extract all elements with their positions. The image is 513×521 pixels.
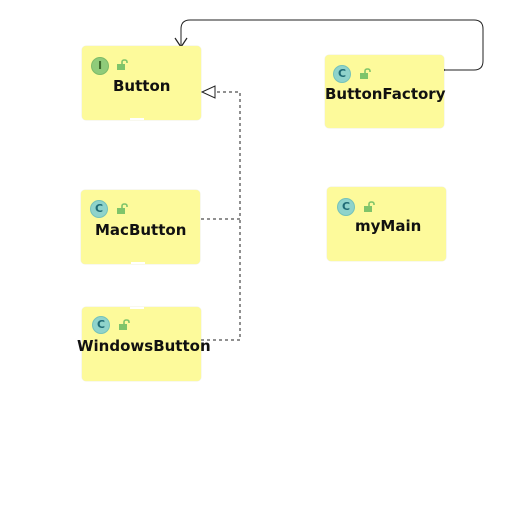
edge-windowsbutton-to-button: [201, 219, 241, 341]
node-my-main[interactable]: C myMain: [327, 187, 446, 261]
class-badge-icon: C: [90, 200, 108, 218]
node-button-factory[interactable]: C ButtonFactory: [325, 55, 446, 128]
edge-buttonfactory-to-button: [180, 19, 484, 71]
node-windows-button[interactable]: C WindowsButton: [77, 307, 211, 381]
node-button-factory-name: ButtonFactory: [325, 85, 446, 103]
edge-macbutton-to-button: [201, 91, 241, 220]
node-notch: [130, 307, 144, 309]
unlocked-icon: [117, 203, 128, 214]
realization-arrowhead: [200, 85, 216, 99]
node-my-main-name: myMain: [355, 217, 422, 235]
node-button-name: Button: [113, 77, 171, 95]
unlocked-icon: [117, 59, 128, 70]
node-windows-button-name: WindowsButton: [77, 337, 211, 355]
unlocked-icon: [364, 201, 375, 212]
node-button[interactable]: I Button: [82, 46, 201, 120]
unlocked-icon: [119, 319, 130, 330]
class-badge-icon: C: [337, 198, 355, 216]
class-badge-icon: C: [92, 316, 110, 334]
interface-badge-icon: I: [91, 57, 109, 75]
class-badge-icon: C: [333, 65, 351, 83]
node-notch: [130, 118, 144, 120]
node-mac-button-name: MacButton: [95, 221, 187, 239]
unlocked-icon: [360, 68, 371, 79]
node-mac-button[interactable]: C MacButton: [81, 190, 200, 264]
node-notch: [131, 262, 145, 264]
